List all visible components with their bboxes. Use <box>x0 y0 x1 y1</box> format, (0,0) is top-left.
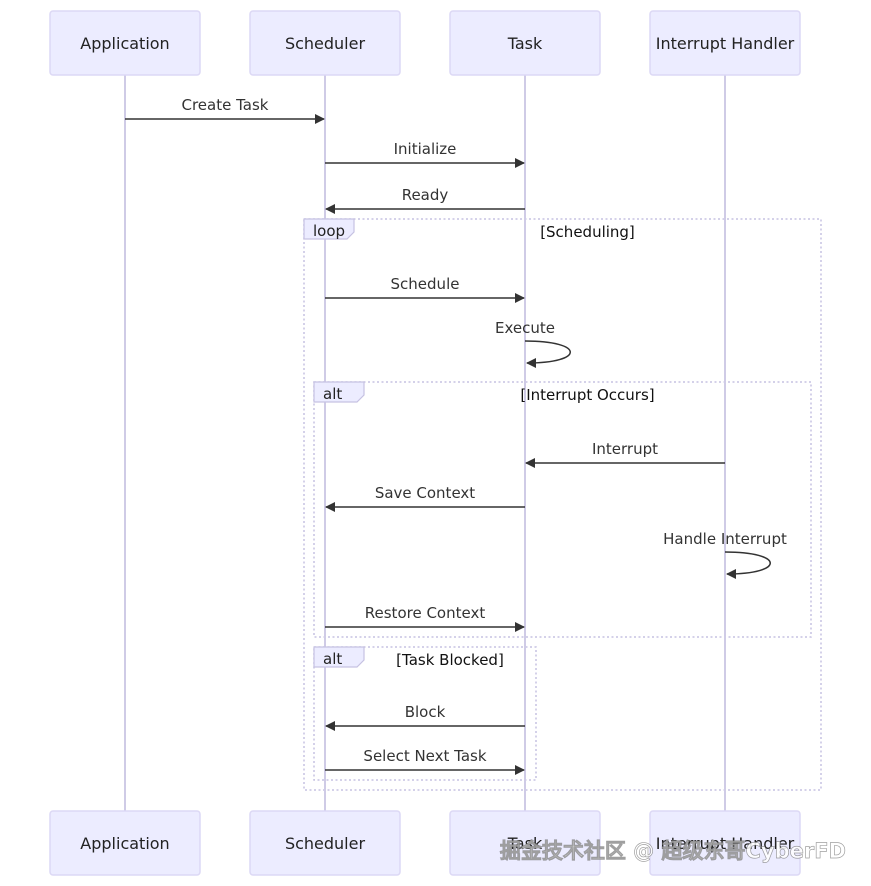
message-label: Execute <box>495 319 555 337</box>
frame-tag-1 <box>313 381 365 403</box>
actor-label: Task <box>507 34 543 53</box>
message-1: Initialize <box>325 140 525 168</box>
actor-label: Task <box>507 834 543 853</box>
message-6: Save Context <box>325 484 525 512</box>
actor-task-top: Task <box>449 10 601 76</box>
message-7: Handle Interrupt <box>663 530 787 579</box>
actor-sched-top: Scheduler <box>249 10 401 76</box>
message-2: Ready <box>325 186 525 214</box>
self-message-arrow <box>724 551 771 579</box>
actor-label: Scheduler <box>285 834 366 853</box>
actor-app-bottom: Application <box>49 810 201 876</box>
message-label: Restore Context <box>365 604 486 622</box>
frame-condition-label: [Scheduling] <box>540 223 635 241</box>
actor-label: Interrupt Handler <box>656 834 795 853</box>
message-label: Block <box>405 703 446 721</box>
actor-label: Scheduler <box>285 34 366 53</box>
message-5: Interrupt <box>525 440 725 468</box>
actor-label: Application <box>80 834 169 853</box>
message-8: Restore Context <box>325 604 525 632</box>
message-label: Initialize <box>394 140 457 158</box>
frame-kind-label: loop <box>313 222 345 240</box>
message-label: Select Next Task <box>363 747 486 765</box>
actor-task-bottom: Task <box>449 810 601 876</box>
actor-label: Interrupt Handler <box>656 34 795 53</box>
message-0: Create Task <box>125 96 325 124</box>
message-label: Ready <box>402 186 449 204</box>
message-label: Save Context <box>375 484 475 502</box>
actor-label: Application <box>80 34 169 53</box>
self-message-arrow <box>524 340 571 368</box>
actor-irq-top: Interrupt Handler <box>649 10 801 76</box>
frame-alt-2 <box>313 646 537 781</box>
frame-kind-label: alt <box>323 650 342 668</box>
message-10: Select Next Task <box>325 747 525 775</box>
watermark-text: 掘金技术社区 @ 超级东哥CyberFD <box>500 839 846 863</box>
message-9: Block <box>325 703 525 731</box>
actor-app-top: Application <box>49 10 201 76</box>
frame-alt-1 <box>313 381 812 638</box>
frame-tag-2 <box>313 646 365 668</box>
actor-irq-bottom: Interrupt Handler <box>649 810 801 876</box>
message-4: Execute <box>495 319 571 368</box>
frame-loop-0 <box>303 218 822 791</box>
actor-sched-bottom: Scheduler <box>249 810 401 876</box>
message-label: Handle Interrupt <box>663 530 787 548</box>
frame-condition-label: [Interrupt Occurs] <box>520 386 654 404</box>
frame-tag-0 <box>303 218 355 240</box>
frame-kind-label: alt <box>323 385 342 403</box>
frame-condition-label: [Task Blocked] <box>396 651 504 669</box>
message-label: Create Task <box>182 96 269 114</box>
message-label: Interrupt <box>592 440 658 458</box>
message-label: Schedule <box>391 275 460 293</box>
message-3: Schedule <box>325 275 525 303</box>
